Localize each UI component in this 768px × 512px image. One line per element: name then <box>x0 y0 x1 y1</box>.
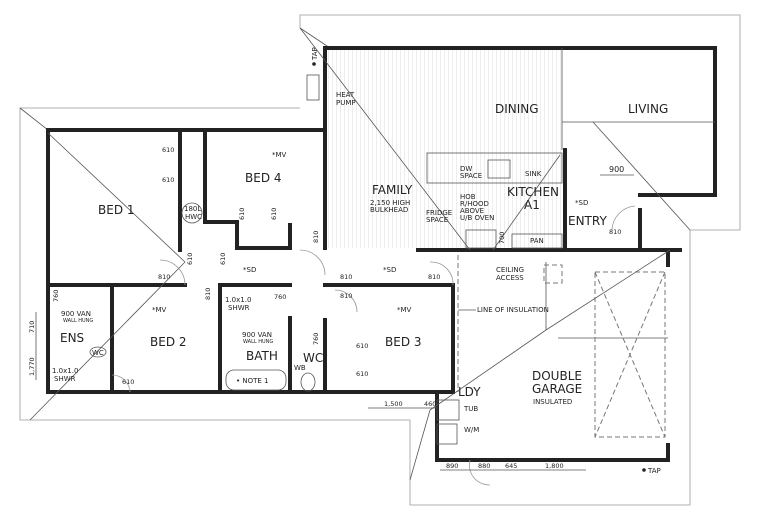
notes: HEAT PUMP TAP 2,150 HIGH BULKHEAD FRIDGE… <box>52 47 661 475</box>
note-1-label: • NOTE 1 <box>236 377 268 385</box>
walls <box>46 46 717 462</box>
dim-label: 610 <box>162 176 174 184</box>
dim-label: 1,500 <box>384 400 403 408</box>
sd-tag: *SD <box>243 266 256 274</box>
ceiling-access-label: CEILING <box>496 266 524 274</box>
room-garage: DOUBLE <box>532 369 582 383</box>
room-bed-1: BED 1 <box>98 203 135 217</box>
tap-label-top: TAP <box>311 47 319 61</box>
dw-label-2: SPACE <box>460 172 482 180</box>
dim-label: 810 <box>204 288 212 300</box>
room-entry: ENTRY <box>568 214 607 228</box>
tub-label: TUB <box>463 405 478 413</box>
room-bath: BATH <box>246 349 278 363</box>
dim-label: 610 <box>162 146 174 154</box>
tap-label-bottom: TAP <box>647 467 661 475</box>
room-bed-4: BED 4 <box>245 171 282 185</box>
dim-label: 1,800 <box>545 462 564 470</box>
internal-lines <box>225 48 715 445</box>
insulation-label: LINE OF INSULATION <box>477 306 549 314</box>
heat-pump-label: HEAT <box>336 91 355 99</box>
door-swings <box>111 205 636 486</box>
room-wc: WC <box>303 351 323 365</box>
dim-label: 460 <box>424 400 436 408</box>
dim-label: 810 <box>312 231 320 243</box>
fridge-label: FRIDGE <box>426 209 452 217</box>
hob-label-2: R/HOOD <box>460 200 489 208</box>
bulkhead-label: 2,150 HIGH <box>370 199 410 207</box>
room-family: FAMILY <box>372 183 413 197</box>
hob-label-4: U/B OVEN <box>460 214 494 222</box>
heat-pump-label-2: PUMP <box>336 99 356 107</box>
mv-tag: *MV <box>272 151 287 159</box>
room-ens: ENS <box>60 331 84 345</box>
tap-icon <box>312 62 316 66</box>
dim-label: 810 <box>609 228 621 236</box>
diagonal-lines <box>29 27 691 481</box>
wm-label: W/M <box>464 426 479 434</box>
room-labels: BED 1 BED 4 FAMILY DINING LIVING KITCHEN… <box>60 102 668 406</box>
room-bed-2: BED 2 <box>150 335 187 349</box>
room-kitchen-code: A1 <box>524 198 540 212</box>
hwc-label-2: HWC <box>185 213 202 221</box>
dim-label: 810 <box>340 273 352 281</box>
dim-label: 760 <box>312 333 320 345</box>
mv-tag: *MV <box>152 306 167 314</box>
dim-label: 890 <box>446 462 458 470</box>
dim-label: 810 <box>158 273 170 281</box>
pan-label: PAN <box>530 237 544 245</box>
dim-label: 610 <box>238 208 246 220</box>
tap-icon <box>642 468 646 472</box>
dim-label: 760 <box>52 290 60 302</box>
dimensions: 610 610 610 610 610 610 610 610 610 810 … <box>28 146 634 471</box>
hwc-label: 180L <box>184 205 201 213</box>
dim-label: 810 <box>428 273 440 281</box>
room-garage-2: GARAGE <box>532 382 582 396</box>
garage-insulated: INSULATED <box>533 398 572 406</box>
room-living: LIVING <box>628 102 668 116</box>
dim-label: 645 <box>505 462 517 470</box>
dim-label: 610 <box>186 253 194 265</box>
dim-label: 610 <box>219 253 227 265</box>
bath-van-label: 900 VAN <box>242 331 272 339</box>
dim-label: 760 <box>274 293 286 301</box>
ens-shwr-label-2: SHWR <box>54 375 76 383</box>
dim-label: 900 <box>609 165 624 174</box>
ens-van-label-2: WALL HUNG <box>63 318 93 324</box>
wb-label: WB <box>294 364 306 372</box>
hob-label-3: ABOVE <box>460 207 484 215</box>
ens-van-label: 900 VAN <box>61 310 91 318</box>
bath-van-label-2: WALL HUNG <box>243 339 273 345</box>
ens-shwr-label: 1.0x1.0 <box>52 367 78 375</box>
site-outline <box>19 14 741 506</box>
dim-label: 810 <box>340 292 352 300</box>
room-ldy: LDY <box>458 385 481 399</box>
dim-label: 1,770 <box>28 357 36 376</box>
dim-label: 610 <box>122 378 134 386</box>
ceiling-access-label-2: ACCESS <box>496 274 524 282</box>
dim-label: 710 <box>28 321 36 333</box>
hob-label: HOB <box>460 193 476 201</box>
ens-wc-label: WC <box>92 349 104 357</box>
dim-label: 700 <box>498 232 506 244</box>
shwr-label: 1.0x1.0 <box>225 296 251 304</box>
dim-label: 610 <box>356 370 368 378</box>
dw-label: DW <box>460 165 472 173</box>
bulkhead-label-2: BULKHEAD <box>370 206 408 214</box>
sink-label: SINK <box>525 170 542 178</box>
fridge-label-2: SPACE <box>426 216 448 224</box>
room-bed-3: BED 3 <box>385 335 422 349</box>
room-dining: DINING <box>495 102 539 116</box>
dim-label: 610 <box>270 208 278 220</box>
timber-floor <box>327 50 562 248</box>
shwr-label-2: SHWR <box>228 304 250 312</box>
room-kitchen: KITCHEN <box>507 185 559 199</box>
mv-tag: *MV <box>397 306 412 314</box>
sd-tag: *SD <box>383 266 396 274</box>
dim-label: 880 <box>478 462 490 470</box>
dim-label: 610 <box>356 342 368 350</box>
sd-tag: *SD <box>575 199 588 207</box>
